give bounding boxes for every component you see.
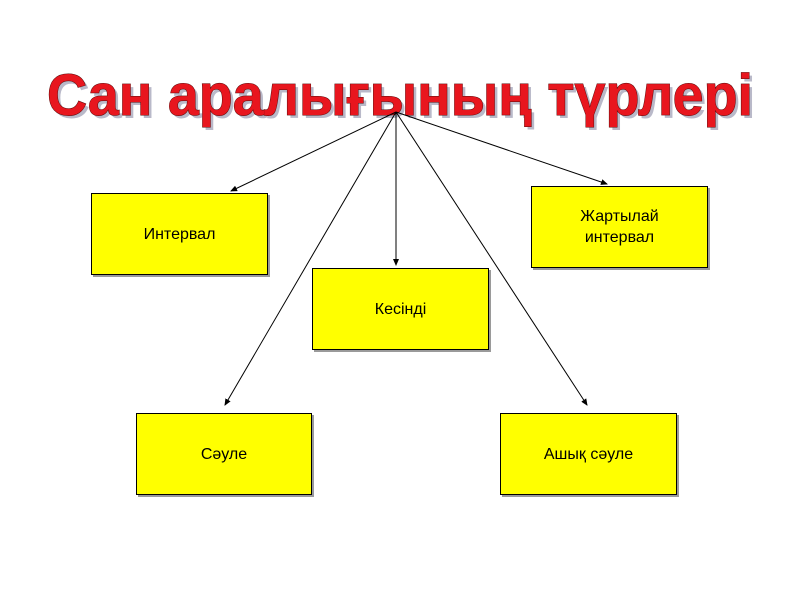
half-interval-label: Жартылай интервал (580, 208, 659, 246)
half-interval-box: Жартылай интервал (531, 186, 708, 268)
arrow-to-half-interval (395, 111, 608, 185)
saule-box: Сәуле (136, 413, 312, 495)
arrow-to-interval (230, 111, 397, 192)
saule-label: Сәуле (200, 445, 248, 463)
page-title: Сан аралығының түрлері (47, 63, 753, 128)
open-saule-label: Ашық сәуле (543, 445, 634, 463)
kesindi-box: Кесінді (312, 268, 489, 350)
interval-box: Интервал (91, 193, 268, 275)
title-shadow: Сан аралығының түрлері (50, 66, 756, 131)
interval-label: Интервал (143, 225, 216, 243)
arrow-to-open-saule (395, 111, 588, 406)
arrow-to-saule (224, 111, 397, 406)
title-graphic: Сан аралығының түрлері Сан аралығының тү… (47, 63, 757, 132)
kesindi-label: Кесінді (374, 300, 427, 318)
open-saule-box: Ашық сәуле (500, 413, 677, 495)
